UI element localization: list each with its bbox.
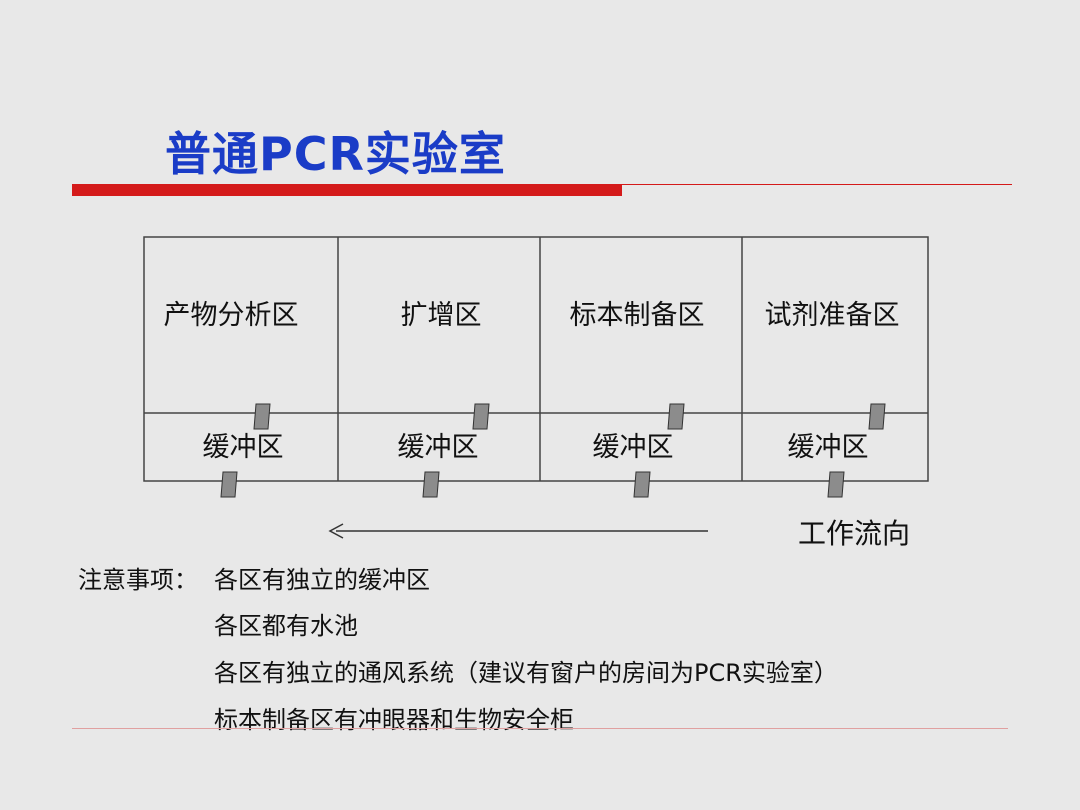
door-icon (633, 471, 651, 498)
zone-label: 扩增区 (400, 300, 482, 331)
title-rule-thin (622, 184, 1012, 185)
title-rule-thick (72, 184, 622, 196)
zone-label: 产物分析区 (163, 300, 299, 331)
buffer-label: 缓冲区 (787, 432, 869, 463)
bottom-rule (72, 728, 1008, 729)
buffer-label: 缓冲区 (202, 432, 284, 463)
note-item: 标本制备区有冲眼器和生物安全柜 (214, 706, 574, 734)
door-icon (667, 403, 685, 430)
note-item: 各区有独立的缓冲区 (214, 566, 430, 594)
door-icon (472, 403, 490, 430)
slide-title: 普通PCR实验室 (165, 127, 506, 181)
door-icon (253, 403, 271, 430)
buffer-label: 缓冲区 (397, 432, 479, 463)
zone-label: 标本制备区 (569, 300, 705, 331)
notes-heading: 注意事项： (78, 566, 198, 594)
door-icon (422, 471, 440, 498)
note-item: 各区都有水池 (214, 612, 358, 640)
door-icon (220, 471, 238, 498)
flow-direction-label: 工作流向 (798, 517, 911, 550)
flow-arrow-head (328, 523, 344, 539)
note-item: 各区有独立的通风系统（建议有窗户的房间为PCR实验室） (214, 659, 838, 687)
door-icon (827, 471, 845, 498)
buffer-label: 缓冲区 (592, 432, 674, 463)
lab-outline (143, 236, 929, 482)
zone-label: 试剂准备区 (764, 300, 900, 331)
door-icon (868, 403, 886, 430)
